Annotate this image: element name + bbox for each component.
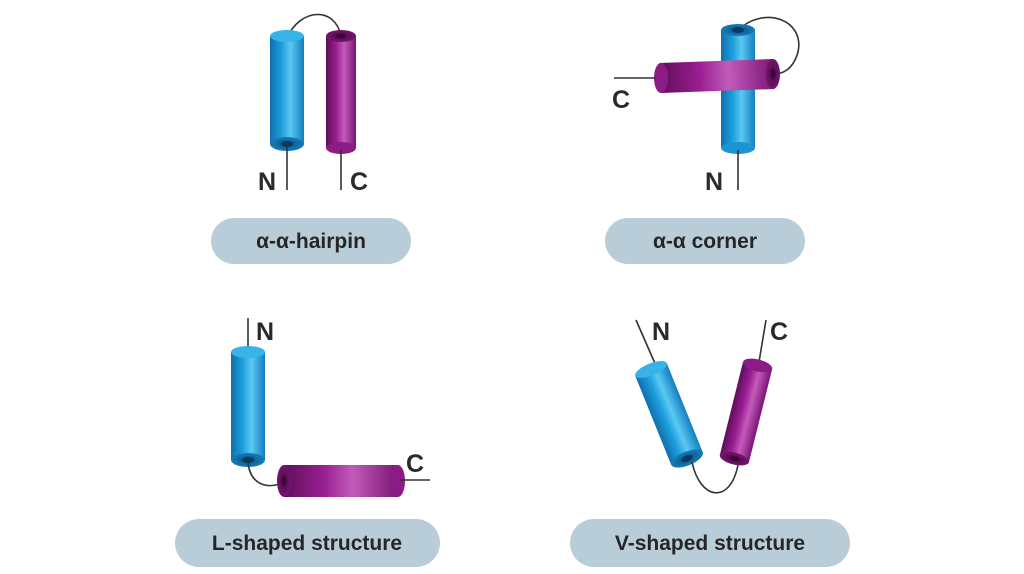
panel-l-shaped-structure: N C L-shaped structure: [175, 318, 440, 567]
blue-helix-cylinder: [231, 346, 265, 467]
c-terminus-label: C: [770, 318, 788, 346]
loop-connector: [286, 13, 342, 39]
n-terminus-label: N: [705, 168, 723, 196]
panel-alpha-alpha-corner: C N α-α corner: [605, 16, 805, 264]
caption-pill: [211, 218, 411, 264]
caption-pill: [570, 519, 850, 567]
loop-connector: [691, 461, 739, 494]
n-terminus-label: N: [258, 168, 276, 196]
purple-helix-cylinder: [326, 30, 356, 154]
c-terminus-label: C: [350, 168, 368, 196]
n-terminus-line: [635, 319, 658, 369]
n-terminus-label: N: [652, 318, 670, 346]
loop-connector: [737, 16, 800, 75]
c-terminus-label: C: [612, 86, 630, 114]
purple-helix-cylinder: [277, 465, 405, 497]
purple-helix-cylinder: [719, 358, 773, 466]
panel-alpha-alpha-hairpin: N C α-α-hairpin: [211, 13, 411, 264]
caption-label: V-shaped structure: [615, 532, 805, 555]
caption-label: α-α corner: [653, 230, 757, 253]
caption-pill: [605, 218, 805, 264]
c-terminus-line: [758, 319, 767, 363]
n-terminus-label: N: [256, 318, 274, 346]
caption-label: α-α-hairpin: [256, 230, 366, 253]
caption-pill: [175, 519, 440, 567]
c-terminus-label: C: [406, 450, 424, 478]
caption-label: L-shaped structure: [212, 532, 402, 555]
blue-helix-cylinder: [270, 30, 304, 151]
purple-helix-cylinder: [654, 59, 780, 93]
panel-v-shaped-structure: N C V-shaped structure: [570, 318, 850, 567]
blue-helix-cylinder: [635, 361, 703, 468]
